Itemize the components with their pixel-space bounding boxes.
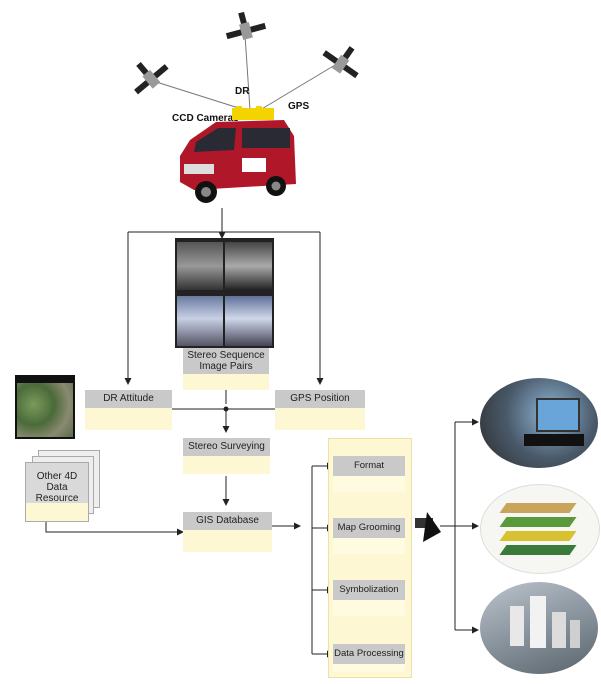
survey-van-icon — [180, 106, 296, 203]
stereo-surveying-label: Stereo Surveying — [183, 438, 270, 456]
satellite-icon — [225, 11, 267, 41]
stereo-pairs-box: Stereo Sequence Image Pairs — [183, 348, 269, 390]
other-4d-data-label: Other 4D Data Resource — [35, 471, 79, 504]
step-symbolization: Symbolization — [333, 580, 405, 600]
step-format-conversion: Format Conversion — [333, 456, 405, 491]
gps-label: GPS — [288, 101, 310, 112]
stereo-surveying-box: Stereo Surveying — [183, 438, 270, 474]
output-map-layers-image — [480, 484, 600, 574]
satellite-icon — [322, 46, 359, 79]
step-map-grooming: Map Grooming — [333, 518, 405, 538]
aerial-image — [15, 375, 75, 439]
stereo-image-pairs — [175, 238, 274, 348]
satellite-icon — [134, 61, 169, 95]
output-3d-city-image — [480, 582, 598, 674]
step-data-processing: Data Processing — [333, 644, 405, 664]
gis-database-label: GIS Database — [183, 512, 272, 530]
output-arrow-icon — [415, 512, 441, 542]
gis-database-box: GIS Database — [183, 512, 272, 552]
dr-label: DR — [235, 86, 250, 97]
dr-attitude-box: DR Attitude — [85, 390, 172, 430]
gps-position-box: GPS Position — [275, 390, 365, 430]
stereo-pairs-label: Stereo Sequence Image Pairs — [183, 348, 269, 374]
ccd-cameras-label: CCD Cameras — [172, 113, 239, 124]
gps-position-label: GPS Position — [275, 390, 365, 408]
output-navigation-device-image — [480, 378, 598, 468]
other-4d-data-box: Other 4D Data Resource — [25, 462, 89, 522]
dr-attitude-label: DR Attitude — [85, 390, 172, 408]
